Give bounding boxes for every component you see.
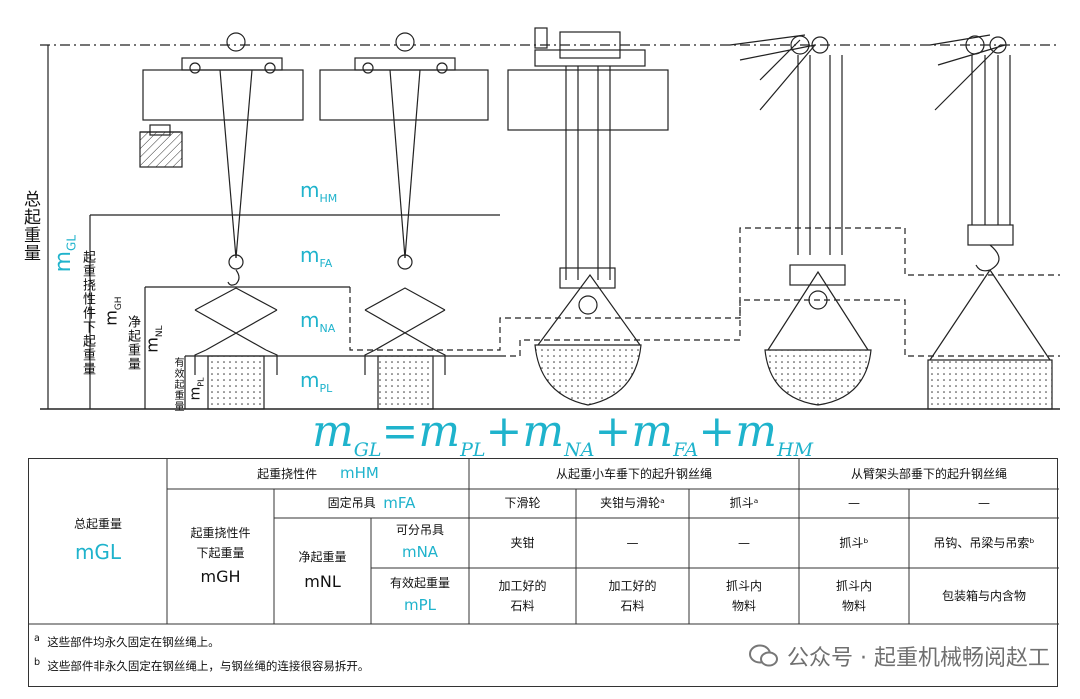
header-boom: 从臂架头部垂下的起升钢丝绳 <box>850 466 1007 481</box>
capacity-table: 总起重量 mGL 起重挠性件 mHM 起重挠性件 下起重量 mGH 固定吊具 m… <box>28 458 1059 687</box>
symbol-mpl-side: mPL <box>187 377 206 401</box>
label-total-capacity: 总起重量 <box>20 190 40 262</box>
symbol-mnl: mNL <box>142 325 165 353</box>
cell-pl: 有效起重量 mPL <box>389 576 450 615</box>
cell-fa: 固定吊具 mFA <box>327 493 416 512</box>
label-flex-capacity: 起重挠性件下起重量 <box>80 250 95 376</box>
total-label: 总起重量 <box>73 517 122 532</box>
r3-c2: 加工好的 石料 <box>608 578 657 613</box>
r2-c1: 夹钳 <box>510 535 535 550</box>
symbol-mgl: mGL <box>51 234 79 273</box>
table-grid <box>29 459 1059 625</box>
girder-3 <box>507 69 669 131</box>
grab-head-4 <box>789 264 846 286</box>
r2-c2: — <box>626 535 639 550</box>
cell-nl: 净起重量 mNL <box>298 550 347 591</box>
r2-c5: 吊钩、吊梁与吊索ᵇ <box>933 535 1035 550</box>
load-block-1 <box>207 355 265 410</box>
footnote-b: b 这些部件非永久固定在钢丝绳上，与钢丝绳的连接很容易拆开。 <box>34 657 370 673</box>
grab-bucket-4 <box>764 349 872 406</box>
r3-c4: 抓斗内 物料 <box>835 578 872 613</box>
load-block-2 <box>377 355 434 410</box>
r1-c3: 抓斗ᵃ <box>729 496 759 511</box>
r1-c2: 夹钳与滑轮ᵃ <box>600 496 665 511</box>
symbol-mhm: mHM <box>300 178 338 205</box>
r2-c4: 抓斗ᵇ <box>839 535 869 550</box>
lower-block-1 <box>228 254 244 270</box>
cell-na: 可分吊具 mNA <box>395 523 444 562</box>
hook-block-5 <box>967 224 1014 246</box>
symbol-mpl: mPL <box>300 368 333 395</box>
wechat-icon <box>749 644 779 667</box>
girder-2 <box>319 69 489 121</box>
header-trolley: 从起重小车垂下的起升钢丝绳 <box>555 466 712 481</box>
grab-bucket-3 <box>534 344 642 406</box>
grab-head-3 <box>559 267 616 289</box>
r3-c5: 包装箱与内含物 <box>941 588 1026 603</box>
stepped-line-fa <box>349 227 1060 351</box>
symbol-mna: mNA <box>300 308 336 335</box>
r2-c3: — <box>738 535 750 550</box>
r3-c3: 抓斗内 物料 <box>725 578 762 613</box>
symbol-mgh: mGH <box>101 296 124 326</box>
footnote-a: a 这些部件均永久固定在钢丝绳上。 <box>34 633 220 649</box>
cell-hm: 起重挠性件 mHM <box>257 464 379 483</box>
crane-capacity-diagram: 总起重量 mGL 起重挠性件下起重量 mGH 净起重量 mNL 有效起重量 mP… <box>20 27 1060 461</box>
cell-gh: 起重挠性件 下起重量 mGH <box>190 525 251 587</box>
trolley-2 <box>354 57 456 71</box>
diagram-drawing <box>40 27 1060 410</box>
capacity-formula: mGL=mPL+mNA+mFA+mHM <box>312 406 814 461</box>
girder-1 <box>142 69 304 121</box>
load-box-5 <box>927 359 1053 410</box>
trolley-1 <box>181 57 283 71</box>
label-eff-capacity: 有效起重量 <box>172 357 183 412</box>
r3-c1: 加工好的 石料 <box>498 578 547 613</box>
stepped-line-na <box>500 299 1060 357</box>
symbol-mfa: mFA <box>300 243 333 270</box>
total-symbol: mGL <box>74 539 122 564</box>
r1-c4: — <box>848 496 860 511</box>
label-net-capacity: 净起重量 <box>125 315 140 371</box>
r1-c1: 下滑轮 <box>504 496 541 511</box>
wall-1 <box>139 131 183 168</box>
cell-total: 总起重量 mGL <box>29 459 167 624</box>
watermark: 公众号 · 起重机械畅阅赵工 <box>749 640 1050 672</box>
r1-c5: — <box>978 496 990 511</box>
sheave-top-1 <box>226 32 246 52</box>
